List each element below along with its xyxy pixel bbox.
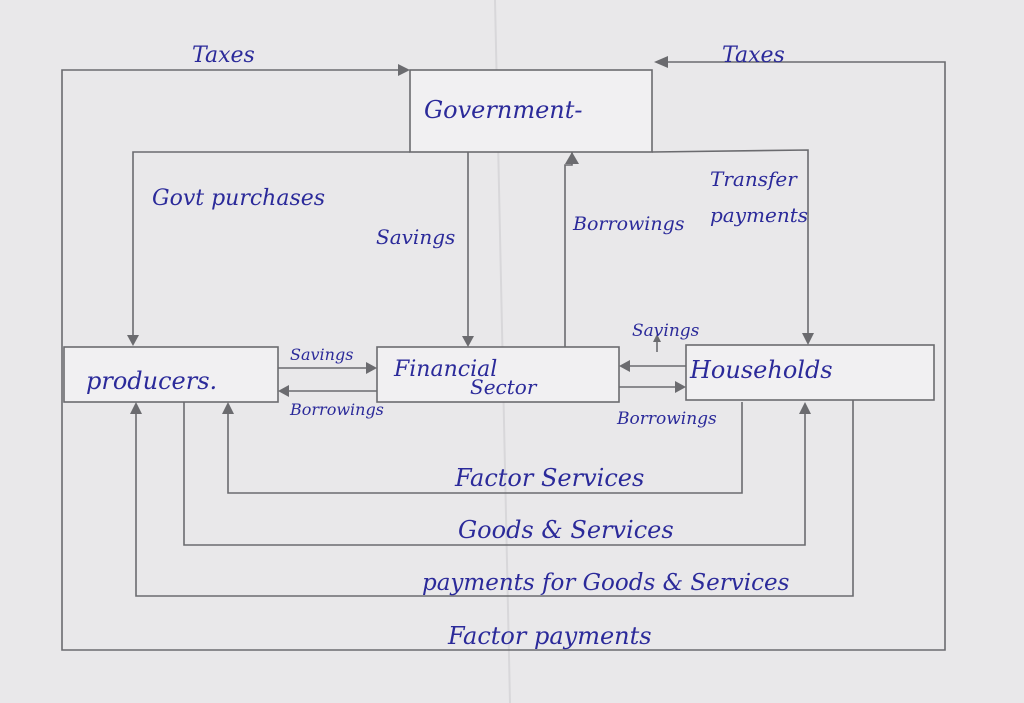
household-borrowings-label: Borrowings: [616, 409, 717, 429]
financial-label-1: Financial: [393, 357, 497, 382]
govt-purchases-arrowhead: [127, 335, 139, 346]
factor-payments-label: Factor payments: [447, 622, 652, 650]
goods-services-label: Goods & Services: [458, 516, 674, 544]
financial-sector-box: [376, 346, 620, 403]
government-box: [409, 69, 653, 153]
financial-label-2: Sector: [470, 375, 538, 399]
payments-goods-arrowhead: [130, 402, 142, 414]
producer-borrowings-arrowhead: [278, 385, 289, 397]
taxes-left-arrowhead: [398, 64, 410, 76]
producers-label: producers.: [86, 367, 217, 395]
transfer-payments-arrowhead: [802, 333, 814, 345]
household-borrowings-arrowhead: [675, 381, 686, 393]
borrowings-govt-line: [564, 152, 573, 347]
producer-savings-label: Savings: [290, 345, 353, 364]
factor-services-arrowhead: [222, 402, 234, 414]
households-label: Households: [689, 356, 833, 384]
payments-goods-label: payments for Goods & Services: [422, 570, 790, 596]
transfer-label-1: Transfer: [710, 167, 798, 191]
taxes-left-label: Taxes: [192, 43, 255, 68]
govt-purchases-line: [132, 151, 410, 335]
producers-box: [63, 346, 279, 403]
govt-purchases-label: Govt purchases: [152, 186, 325, 211]
taxes-right-label: Taxes: [722, 43, 785, 68]
household-savings-arrowhead: [619, 360, 630, 372]
small-up-arrowhead: [653, 334, 661, 342]
savings-govt-label: Savings: [376, 225, 455, 249]
payments-goods-line: [135, 400, 854, 597]
factor-services-label: Factor Services: [454, 464, 644, 492]
goods-services-line: [183, 402, 806, 546]
households-box: [685, 344, 935, 401]
goods-services-arrowhead: [799, 402, 811, 414]
savings-govt-arrowhead: [462, 336, 474, 347]
borrowings-govt-arrowhead: [565, 152, 579, 164]
household-savings-label: Savings: [632, 321, 700, 341]
producer-savings-arrowhead: [366, 362, 377, 374]
transfer-label-2: payments: [710, 203, 808, 227]
transfer-payments-line: [651, 149, 809, 333]
borrowings-govt-label: Borrowings: [572, 213, 685, 235]
government-label: Government-: [424, 96, 582, 124]
taxes-right-arrowhead: [654, 56, 668, 68]
producer-borrowings-label: Borrowings: [289, 400, 384, 419]
outer-loop-line: [61, 61, 946, 651]
factor-services-line: [227, 402, 743, 494]
